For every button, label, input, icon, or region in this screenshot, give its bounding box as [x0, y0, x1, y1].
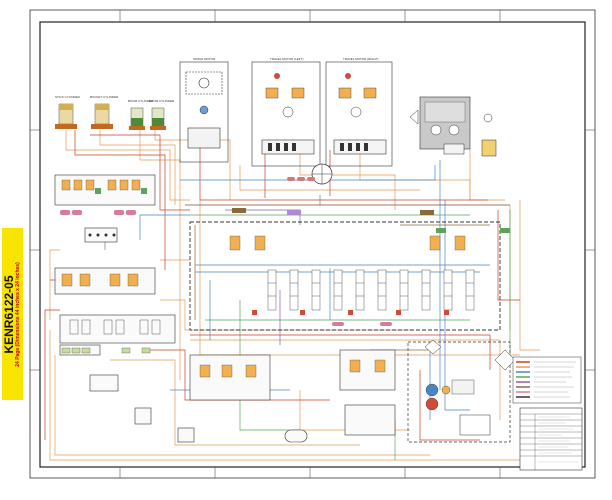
- caption-swing-motor: SWING MOTOR: [193, 57, 216, 61]
- caption-travel-motor-right: TRAVEL MOTOR (RIGHT): [343, 57, 379, 61]
- caption-travel-motor-left: TRAVEL MOTOR (LEFT): [270, 57, 304, 61]
- cylinder-group: [55, 103, 166, 130]
- document-subtitle: 24 Page (Dimensions 44 inches x 24 inche…: [15, 261, 21, 367]
- pump-assembly: [409, 96, 497, 157]
- outer-frame: [29, 9, 596, 479]
- pilot-valve-blocks: [54, 174, 176, 356]
- pilot-valve-spools: [60, 179, 161, 354]
- lower-valve-spools: [199, 359, 386, 378]
- legend-color-key: [512, 356, 582, 404]
- lower-valve-blocks: [89, 349, 396, 443]
- frame-ticks: [30, 10, 595, 478]
- caption-boom-cylinder-a: BOOM CYLINDER: [128, 99, 154, 103]
- main-control-valve: [189, 208, 510, 331]
- motor-symbols: [198, 73, 377, 185]
- title-block: [519, 407, 583, 471]
- caption-bucket-cylinder: BUCKET CYLINDER: [90, 95, 119, 99]
- document-number: KENR6122-05: [2, 274, 16, 354]
- inner-frame: [39, 21, 586, 468]
- caption-boom-cylinder-b: BOOM CYLINDER: [149, 99, 175, 103]
- line-network: [44, 130, 540, 461]
- caption-stick-cylinder: STICK CYLINDER: [55, 95, 80, 99]
- document-number-tab: KENR6122-05 24 Page (Dimensions 44 inche…: [2, 228, 23, 400]
